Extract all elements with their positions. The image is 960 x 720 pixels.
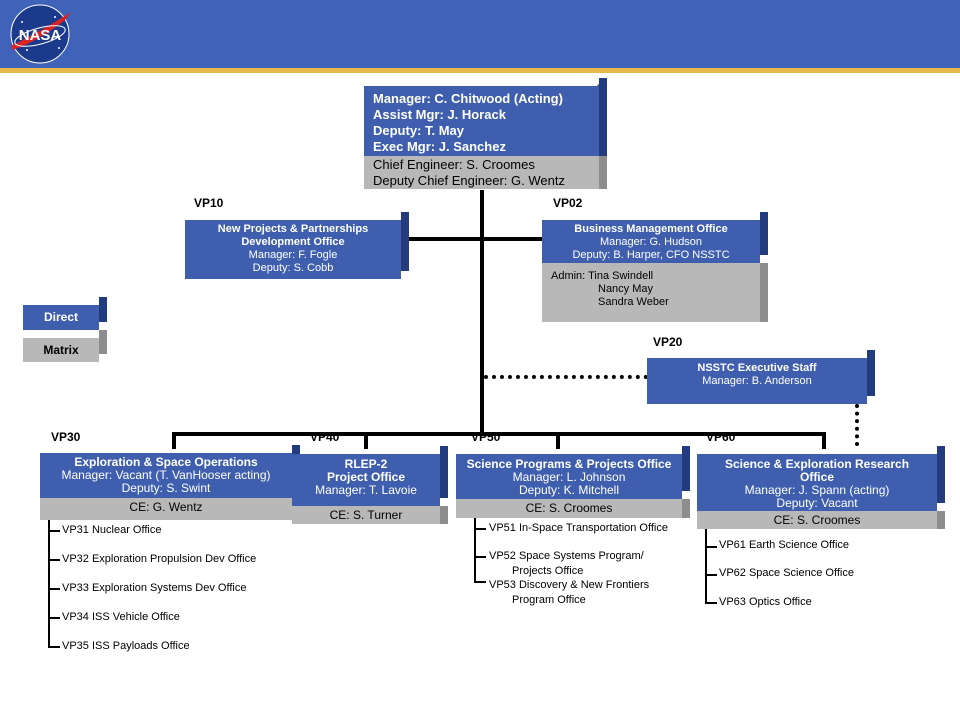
legend-direct: Direct	[23, 297, 107, 330]
vp30-ce-box: CE: G. Wentz	[40, 498, 300, 520]
staff-hline	[408, 237, 544, 241]
vp20-title: NSSTC Executive Staff	[697, 362, 817, 374]
vp02-admin-2: Nancy May	[598, 283, 654, 295]
vp60-deputy: Deputy: Vacant	[776, 496, 858, 510]
vp02-box: Business Management Office Manager: G. H…	[542, 212, 768, 263]
legend-matrix-label: Matrix	[43, 343, 79, 357]
header-bar	[0, 0, 960, 68]
vp02-manager: Manager: G. Hudson	[599, 236, 703, 248]
vp50-box: Science Programs & Projects Office Manag…	[456, 446, 690, 499]
drop-vp50	[556, 432, 560, 449]
trunk-line	[480, 190, 484, 435]
vp63-label: VP63 Optics Office	[719, 596, 812, 608]
exec-manager-label: Exec Mgr: J. Sanchez	[373, 139, 506, 154]
vp40-title-2: Project Office	[326, 470, 406, 484]
vp60-manager: Manager: J. Spann (acting)	[744, 483, 890, 497]
chief-engineer-box: Chief Engineer: S. Croomes Deputy Chief …	[364, 156, 607, 189]
vp30-code: VP30	[51, 430, 81, 444]
vp40-code: VP40	[310, 430, 340, 444]
vp60-title-2: Office	[799, 470, 834, 484]
vp02-admin-3: Sandra Weber	[598, 296, 669, 308]
assist-manager-label: Assist Mgr: J. Horack	[373, 107, 506, 122]
vp60-sub-spine	[705, 529, 707, 604]
vp60-code: VP60	[706, 430, 736, 444]
vp10-code: VP10	[194, 196, 224, 210]
vp32-label: VP32 Exploration Propulsion Dev Office	[62, 553, 257, 565]
vp40-manager: Manager: T. Lavoie	[315, 483, 417, 497]
vp10-title-2: Development Office	[241, 236, 345, 248]
vp02-deputy: Deputy: B. Harper, CFO NSSTC	[572, 249, 730, 261]
matrix-line-h	[484, 375, 648, 379]
vp52-label-2: Projects Office	[512, 565, 584, 577]
vp35-label: VP35 ISS Payloads Office	[62, 640, 190, 652]
vp30-manager: Manager: Vacant (T. VanHooser acting)	[61, 468, 271, 482]
vp31-label: VP31 Nuclear Office	[62, 524, 162, 536]
vp50-manager: Manager: L. Johnson	[512, 470, 626, 484]
vp50-ce: CE: S. Croomes	[525, 501, 613, 515]
vp50-ce-box: CE: S. Croomes	[456, 499, 690, 518]
vp20-box: NSSTC Executive Staff Manager: B. Anders…	[647, 350, 875, 404]
vp30-ce: CE: G. Wentz	[129, 500, 203, 514]
vp60-ce-box: CE: S. Croomes	[697, 511, 945, 529]
vp34-label: VP34 ISS Vehicle Office	[62, 611, 180, 623]
vp50-code: VP50	[471, 430, 501, 444]
vp10-deputy: Deputy: S. Cobb	[252, 262, 334, 274]
vp10-title-1: New Projects & Partnerships	[217, 223, 369, 235]
vp02-title: Business Management Office	[574, 223, 728, 235]
header-accent-line	[0, 68, 960, 73]
level2-hline	[172, 432, 826, 436]
vp02-admin-1: Admin: Tina Swindell	[551, 270, 654, 282]
vp40-ce-box: CE: S. Turner	[292, 506, 448, 524]
drop-vp60	[822, 432, 826, 449]
vp51-label: VP51 In-Space Transportation Office	[489, 522, 668, 534]
vp53-label: VP53 Discovery & New Frontiers	[489, 579, 650, 591]
vp30-deputy: Deputy: S. Swint	[121, 481, 211, 495]
chief-engineer-label: Chief Engineer: S. Croomes	[373, 157, 535, 172]
legend-direct-label: Direct	[43, 310, 78, 324]
vp40-title-1: RLEP-2	[344, 457, 388, 471]
vp30-title: Exploration & Space Operations	[74, 455, 258, 469]
vp52-label: VP52 Space Systems Program/	[489, 550, 644, 562]
vp30-sub-spine	[48, 520, 50, 648]
manager-label: Manager: C. Chitwood (Acting)	[373, 91, 563, 106]
deputy-chief-engineer-label: Deputy Chief Engineer: G. Wentz	[373, 173, 565, 188]
vp20-manager: Manager: B. Anderson	[702, 375, 812, 387]
vp10-manager: Manager: F. Fogle	[248, 249, 338, 261]
vp10-box: New Projects & Partnerships Development …	[185, 212, 409, 279]
vp20-code: VP20	[653, 335, 683, 349]
vp33-label: VP33 Exploration Systems Dev Office	[62, 582, 247, 594]
vp50-sub-spine	[474, 518, 476, 583]
vp30-box: Exploration & Space Operations Manager: …	[40, 445, 300, 498]
vp60-box: Science & Exploration Research Office Ma…	[697, 446, 945, 511]
vp50-deputy: Deputy: K. Mitchell	[518, 483, 620, 497]
vp60-title-1: Science & Exploration Research	[724, 457, 910, 471]
vp61-label: VP61 Earth Science Office	[719, 539, 850, 551]
vp60-ce: CE: S. Croomes	[773, 513, 861, 527]
vp02-code: VP02	[553, 196, 583, 210]
vp53-label-2: Program Office	[512, 594, 586, 606]
vp62-label: VP62 Space Science Office	[719, 567, 854, 579]
drop-vp30	[172, 432, 176, 449]
vp40-ce: CE: S. Turner	[329, 508, 403, 522]
vp50-title: Science Programs & Projects Office	[466, 457, 672, 471]
vp02-admin-box: Admin: Tina Swindell Nancy May Sandra We…	[542, 263, 768, 322]
vp40-box: RLEP-2 Project Office Manager: T. Lavoie	[292, 446, 448, 506]
svg-text:NASA: NASA	[19, 27, 62, 44]
deputy-label: Deputy: T. May	[373, 123, 465, 138]
manager-box: Manager: C. Chitwood (Acting) Assist Mgr…	[364, 78, 607, 156]
drop-vp40	[364, 432, 368, 449]
matrix-line-v	[855, 404, 859, 446]
nasa-logo: NASA	[10, 4, 71, 64]
legend-matrix: Matrix	[23, 330, 107, 362]
